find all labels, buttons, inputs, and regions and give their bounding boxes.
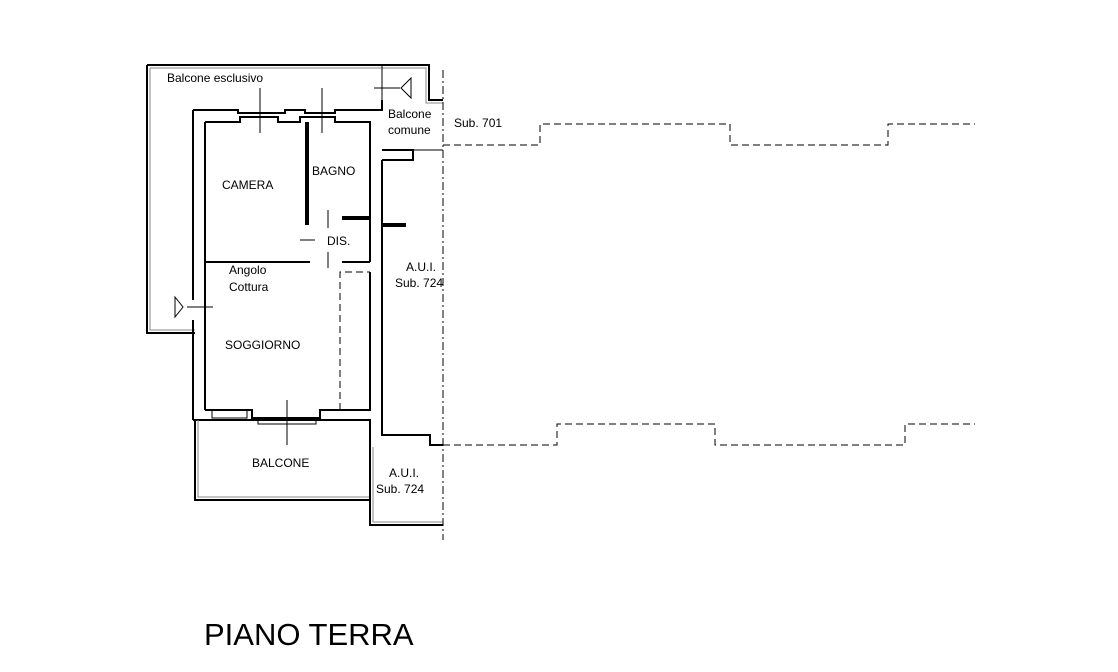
label-aui-lower: A.U.I. — [389, 466, 419, 480]
label-sub-724-lower: Sub. 724 — [376, 482, 424, 496]
upper-neighbour-profile — [443, 123, 975, 146]
label-angolo: Angolo — [229, 263, 267, 277]
label-bagno: BAGNO — [312, 164, 355, 178]
label-camera: CAMERA — [222, 178, 273, 192]
label-balcone-comune-2: comune — [388, 123, 431, 137]
balcony-exclusive-outline — [146, 64, 443, 334]
label-aui-upper: A.U.I. — [406, 260, 436, 274]
apartment-walls — [192, 65, 443, 447]
lower-outlines — [194, 420, 443, 526]
label-balcone-comune-1: Balcone — [388, 107, 432, 121]
label-soggiorno: SOGGIORNO — [225, 338, 300, 352]
plan-title: PIANO TERRA — [204, 617, 414, 652]
label-dis: DIS. — [327, 234, 350, 248]
label-sub-701: Sub. 701 — [454, 116, 502, 130]
lower-neighbour-profile — [443, 423, 975, 446]
kitchen-counter-outline — [339, 271, 370, 410]
opening-marks — [174, 76, 412, 445]
label-sub-724-upper: Sub. 724 — [395, 276, 443, 290]
label-balcone: BALCONE — [252, 456, 309, 470]
label-balcone-esclusivo: Balcone esclusivo — [167, 71, 263, 85]
label-cottura: Cottura — [229, 280, 269, 294]
